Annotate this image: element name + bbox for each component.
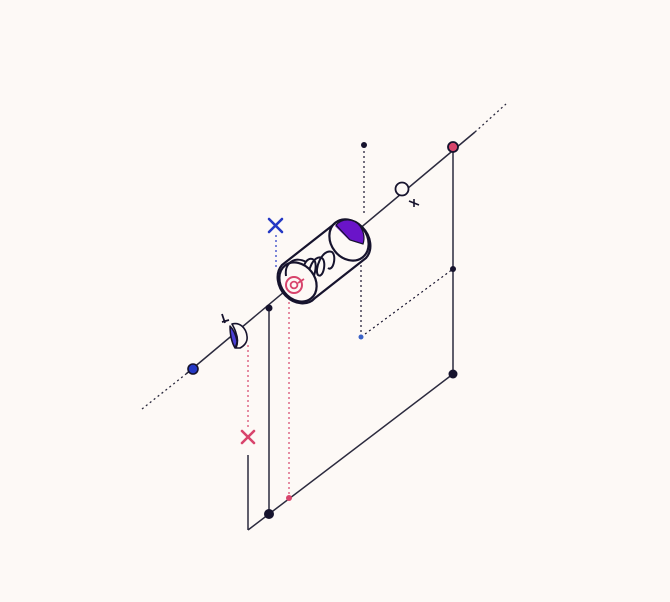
- guide-diagonal-dotted: [360, 268, 454, 338]
- coil-cylinder-icon: [276, 218, 372, 305]
- ring-icon: [394, 181, 420, 207]
- axis-dotted-left: [141, 373, 187, 410]
- node-blue-small: [358, 334, 364, 340]
- node-top-small: [361, 142, 367, 148]
- axis-dotted-right: [474, 103, 507, 133]
- lens-icon: [221, 313, 248, 349]
- node-pink-top: [447, 141, 459, 153]
- cross-icon: [240, 429, 256, 445]
- node-frame-top: [265, 304, 273, 312]
- cross-icon: [267, 217, 284, 234]
- node-blue-left: [187, 363, 199, 375]
- node-right-mid: [450, 266, 456, 272]
- node-right-bottom: [448, 369, 458, 379]
- node-frame-bottom: [264, 509, 274, 519]
- frame-bottom-diagonal: [247, 373, 454, 531]
- node-pink-small: [286, 495, 292, 501]
